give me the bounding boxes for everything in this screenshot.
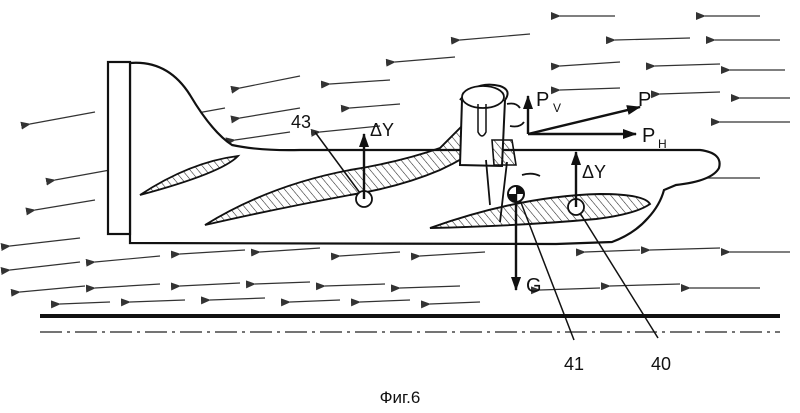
airflow-arrow [25,199,96,216]
tail-fin-airfoil [139,154,241,196]
airflow-arrow [605,36,691,45]
craft-hull [106,60,721,246]
airflow-arrow [450,33,531,45]
airflow-arrow [330,251,401,261]
airflow-arrow [250,247,321,257]
propeller-rotation-arcs [506,102,541,177]
airflow-arrow [20,111,96,130]
airflow-arrow [320,79,391,89]
airflow-arrow [0,261,81,275]
airflow-arrow [575,248,641,257]
airflow-arrow [225,131,291,146]
label-thrust: P [638,89,651,111]
airflow-arrow [640,246,721,255]
label-thrust-horizontal: P [642,125,655,147]
force-vectors [359,95,641,291]
figure-caption: Фиг.6 [380,388,421,407]
airflow-arrow [550,61,621,71]
airflow-arrow [170,249,246,259]
callout-43: 43 [291,112,311,132]
label-thrust-horizontal-sub: H [658,137,667,151]
airflow-arrows [0,12,790,309]
leader-lines [314,131,659,341]
airflow-arrow [310,125,381,137]
airflow-arrow [0,237,81,251]
airflow-arrow [230,75,301,94]
airflow-arrow [230,107,301,124]
airflow-arrow [340,103,401,113]
airflow-arrow [50,300,111,309]
airflow-arrow [315,282,386,291]
airflow-arrow [385,56,456,67]
airflow-arrow [170,282,241,291]
airflow-arrow [280,298,341,307]
airflow-arrow [600,282,681,291]
airflow-arrow [120,298,186,307]
airflow-arrow [650,90,721,99]
airflow-arrow [10,285,86,297]
airflow-arrow [410,251,486,261]
airflow-arrow [45,169,111,186]
callout-41: 41 [564,354,584,374]
callout-40: 40 [651,354,671,374]
label-thrust-vertical: P [536,89,549,111]
engine-nacelle [458,83,517,223]
airflow-arrow [550,86,621,95]
airflow-arrow [420,300,481,309]
airflow-arrow [200,296,266,305]
label-delta-y-rear: ΔY [370,120,394,140]
airflow-arrow [245,280,311,289]
label-thrust-vertical-sub: V [553,101,561,115]
airflow-arrow [645,62,721,71]
airflow-arrow [530,286,601,295]
airflow-arrow [350,298,411,307]
label-delta-y-front: ΔY [582,162,606,182]
airflow-arrow [85,283,161,293]
label-gravity: G [526,275,542,297]
airflow-arrow [85,255,161,267]
thrust-vector [527,105,641,136]
airflow-arrow [390,284,461,293]
